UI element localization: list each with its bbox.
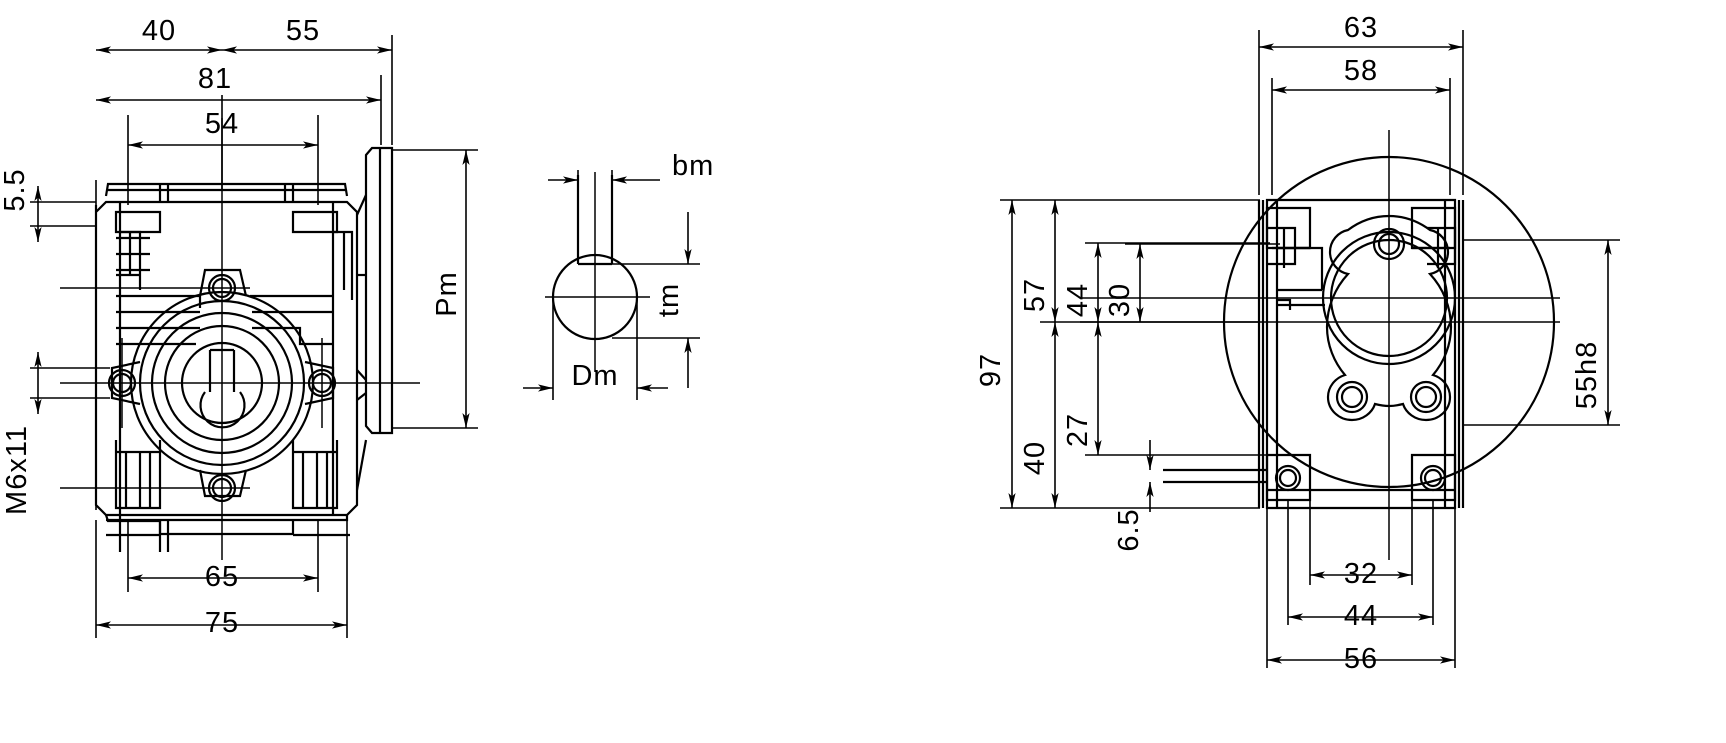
- dim-27-label: 27: [1062, 413, 1094, 447]
- dim-58-label: 58: [1344, 55, 1378, 87]
- dim-40-label-side: 40: [1019, 441, 1051, 475]
- keyway-detail-geometry: [545, 172, 650, 372]
- dim-44-label: 44: [1062, 283, 1094, 317]
- dim-55h8-label: 55h8: [1571, 341, 1603, 410]
- dim-56-label: 56: [1344, 643, 1378, 675]
- keyway-detail-dimensions: bm tm Dm: [523, 150, 714, 400]
- dim-6-5-label: 6.5: [1113, 508, 1145, 551]
- dim-54-label: 54: [205, 108, 239, 140]
- dim-m6x11-label: M6x11: [1, 425, 33, 515]
- dim-30-label: 30: [1104, 283, 1136, 317]
- dim-65-label: 65: [205, 561, 239, 593]
- dim-32-label: 32: [1344, 558, 1378, 590]
- dim-81-label: 81: [198, 63, 232, 95]
- front-view-dimensions: 40 55 81 54 5.5 M6x11 Pm 65 75: [0, 15, 478, 639]
- dim-55-label: 55: [286, 15, 320, 47]
- dim-57-label: 57: [1019, 278, 1051, 312]
- dim-5-5-label: 5.5: [0, 168, 31, 211]
- dim-pm-label: Pm: [431, 271, 463, 317]
- front-view-geometry: [60, 118, 420, 560]
- dim-75-label: 75: [205, 607, 239, 639]
- dim-40-label: 40: [142, 15, 176, 47]
- dim-44-bottom-label: 44: [1344, 600, 1378, 632]
- dim-63-label: 63: [1344, 12, 1378, 44]
- dim-97-label: 97: [975, 353, 1007, 387]
- dim-dm-label: Dm: [571, 360, 618, 392]
- dim-tm-label: tm: [653, 283, 685, 317]
- side-view-dimensions: 63 58 97 57 40 44 27 30 6.5: [975, 12, 1620, 675]
- dim-bm-label: bm: [672, 150, 714, 182]
- side-view-geometry: [1080, 130, 1560, 560]
